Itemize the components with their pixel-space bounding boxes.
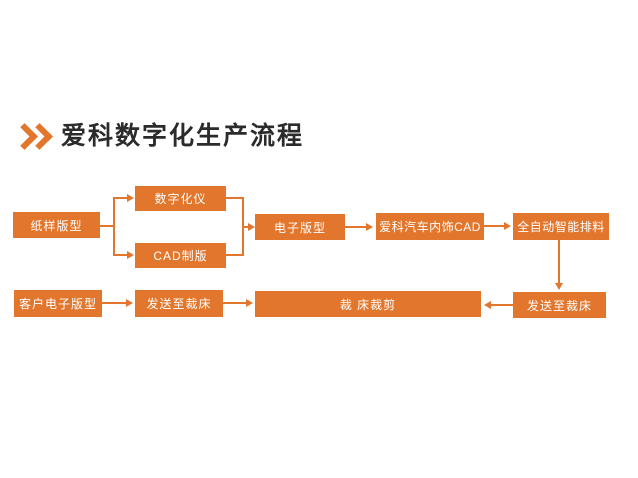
connector-line xyxy=(100,225,115,227)
arrowhead-right-icon xyxy=(126,299,133,307)
connector-line xyxy=(102,302,126,304)
flow-node-send-to-cutter-right: 发送至裁床 xyxy=(513,292,606,318)
connector-line xyxy=(345,226,367,228)
flow-node-auto-nesting: 全自动智能排料 xyxy=(513,213,609,240)
connector-line xyxy=(226,254,244,256)
flow-node-cad-plate: CAD制版 xyxy=(135,243,226,268)
flow-node-digitizer: 数字化仪 xyxy=(135,186,226,211)
arrowhead-down-icon xyxy=(555,283,563,290)
arrowhead-right-icon xyxy=(504,222,511,230)
connector-line xyxy=(223,302,247,304)
arrowhead-right-icon xyxy=(366,223,373,231)
connector-line xyxy=(558,240,560,283)
connector-line xyxy=(491,304,513,306)
connector-line xyxy=(113,197,115,256)
chevron-right-icon xyxy=(26,123,53,150)
flow-node-paper-pattern: 纸样版型 xyxy=(13,212,100,238)
connector-line xyxy=(484,225,505,227)
arrowhead-right-icon xyxy=(248,223,255,231)
connector-line xyxy=(113,197,127,199)
flow-node-cutting-bed: 裁 床裁剪 xyxy=(255,291,481,317)
arrowhead-right-icon xyxy=(246,299,253,307)
flow-node-send-to-cutter-left: 发送至裁床 xyxy=(135,290,223,317)
flow-node-aike-cad: 爱科汽车内饰CAD xyxy=(376,213,484,240)
diagram-header: 爱科数字化生产流程 xyxy=(11,122,305,150)
arrowhead-right-icon xyxy=(127,194,134,202)
flow-node-customer-pattern: 客户电子版型 xyxy=(14,290,102,317)
arrowhead-right-icon xyxy=(127,251,134,259)
double-chevron-icon xyxy=(11,123,53,150)
connector-line xyxy=(226,197,244,199)
page-title: 爱科数字化生产流程 xyxy=(61,122,305,150)
flow-node-electronic-pattern: 电子版型 xyxy=(255,214,345,240)
connector-line xyxy=(242,226,248,228)
connector-line xyxy=(113,254,127,256)
arrowhead-left-icon xyxy=(484,301,491,309)
